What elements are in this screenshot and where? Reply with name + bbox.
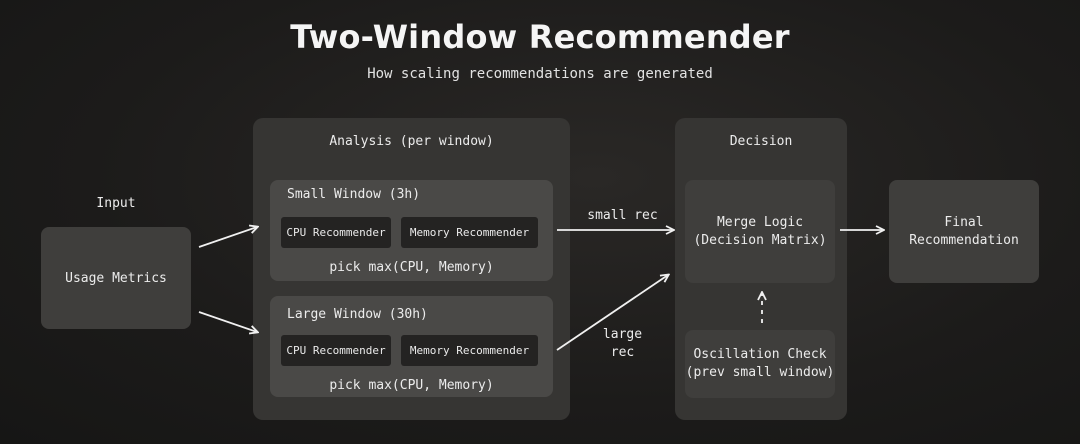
usage-metrics-node: Usage Metrics xyxy=(41,227,191,329)
decision-heading: Decision xyxy=(729,134,793,149)
oscillation-check-node: Oscillation Check (prev small window) xyxy=(685,330,835,398)
small-memory-recommender: Memory Recommender xyxy=(401,217,538,248)
arrow-input-to-large xyxy=(198,311,257,332)
arrow-input-to-small xyxy=(198,227,257,248)
diagram-title: Two-Window Recommender xyxy=(290,18,790,56)
large-cpu-label: CPU Recommender xyxy=(286,344,386,357)
small-memory-label: Memory Recommender xyxy=(409,226,530,239)
large-pick-max: pick max(CPU, Memory) xyxy=(329,378,494,393)
analysis-heading: Analysis (per window) xyxy=(329,134,494,149)
oscillation-check-label: Oscillation Check (prev small window) xyxy=(685,347,835,380)
small-window-title: Small Window (3h) xyxy=(287,187,421,202)
large-window-title: Large Window (30h) xyxy=(287,307,428,322)
input-heading: Input xyxy=(96,196,136,211)
usage-metrics-label: Usage Metrics xyxy=(65,270,167,286)
diagram-subtitle: How scaling recommendations are generate… xyxy=(367,66,713,82)
large-rec-label: large rec xyxy=(602,327,643,360)
merge-logic-node: Merge Logic (Decision Matrix) xyxy=(685,180,835,283)
large-cpu-recommender: CPU Recommender xyxy=(281,335,391,366)
small-cpu-label: CPU Recommender xyxy=(286,226,386,239)
final-recommendation-label: Final Recommendation xyxy=(909,214,1019,248)
large-memory-recommender: Memory Recommender xyxy=(401,335,538,366)
small-rec-label: small rec xyxy=(587,208,658,223)
small-cpu-recommender: CPU Recommender xyxy=(281,217,391,248)
merge-logic-label: Merge Logic (Decision Matrix) xyxy=(693,214,827,248)
final-recommendation-node: Final Recommendation xyxy=(889,180,1039,283)
large-memory-label: Memory Recommender xyxy=(409,344,530,357)
small-pick-max: pick max(CPU, Memory) xyxy=(329,260,494,275)
